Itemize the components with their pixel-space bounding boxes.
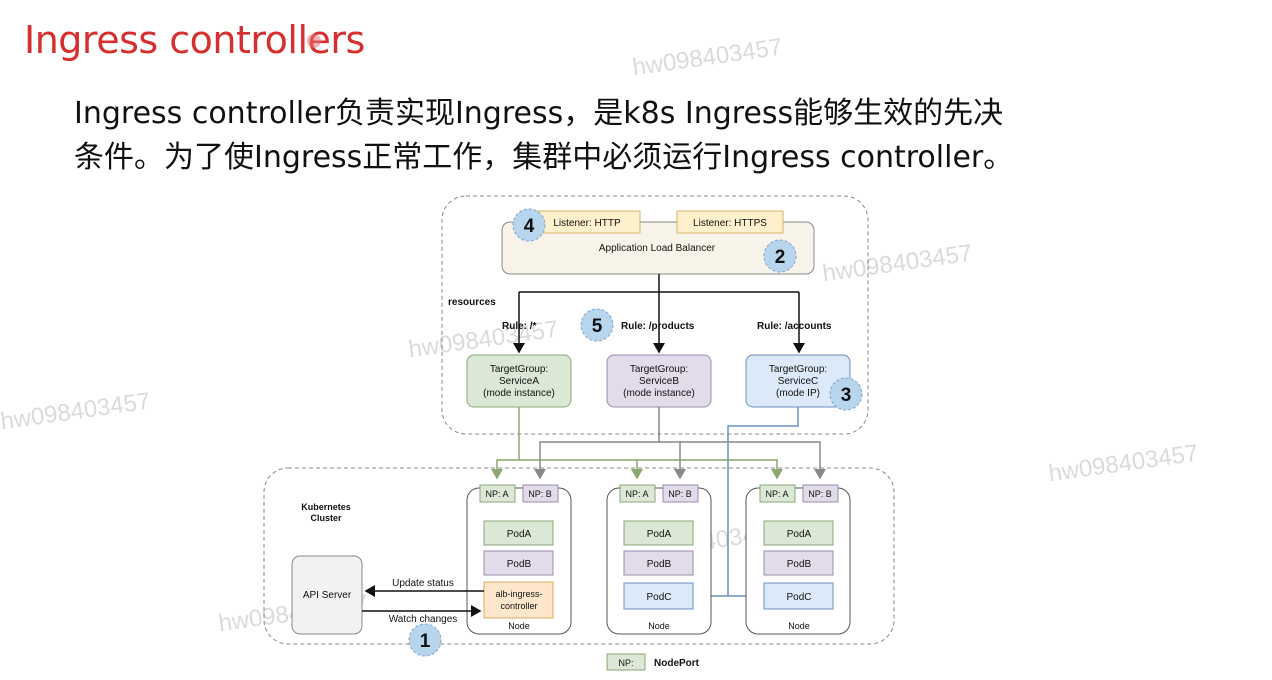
cluster-label-line1: Kubernetes: [301, 502, 351, 512]
pod-b: PodB: [787, 559, 812, 570]
tg-a-line1: TargetGroup:: [490, 364, 548, 375]
node-label: Node: [648, 621, 670, 631]
tg-a-line2: ServiceA: [499, 376, 539, 387]
svg-text:1: 1: [420, 631, 431, 652]
path-c-ip: [727, 407, 799, 596]
path-b-node3: [680, 441, 826, 480]
resources-label: resources: [448, 297, 496, 308]
np-a-label: NP: A: [485, 489, 508, 499]
controller-line2: controller: [500, 601, 537, 611]
watch-changes-label: Watch changes: [389, 614, 458, 625]
path-a-node2: [519, 459, 643, 480]
tg-c-line1: TargetGroup:: [769, 364, 827, 375]
pod-b: PodB: [647, 559, 672, 570]
tg-b-line1: TargetGroup:: [630, 364, 688, 375]
node-3: NP: A NP: B PodA PodB PodC Node: [745, 484, 851, 635]
path-a-node1: [491, 407, 520, 480]
legend-np-label: NP:: [618, 658, 633, 668]
node-1: NP: A NP: B PodA PodB alb-ingress- contr…: [466, 484, 572, 635]
tg-c-line3: (mode IP): [776, 388, 820, 399]
path-b-node1: [534, 407, 660, 480]
np-b-label: NP: B: [528, 489, 552, 499]
listener-https-label: Listener: HTTPS: [693, 218, 767, 229]
rule-label-b: Rule: /products: [621, 321, 695, 332]
cluster-label-line2: Cluster: [310, 513, 342, 523]
intro-paragraph: Ingress controller负责实现Ingress，是k8s Ingre…: [74, 92, 1013, 180]
rule-label-c: Rule: /accounts: [757, 321, 832, 332]
badge-4: 4: [512, 208, 546, 242]
tg-c-line2: ServiceC: [778, 376, 819, 387]
svg-text:4: 4: [524, 216, 535, 237]
badge-2: 2: [763, 239, 797, 273]
np-b-label: NP: B: [668, 489, 692, 499]
pointer-cursor-icon: [307, 34, 321, 48]
resources-region: [441, 195, 869, 435]
node-label: Node: [788, 621, 810, 631]
pod-a: PodA: [507, 529, 532, 540]
badge-1: 1: [408, 623, 442, 657]
node-2: NP: A NP: B PodA PodB PodC Node: [606, 484, 712, 635]
pod-a: PodA: [647, 529, 672, 540]
badge-5: 5: [580, 308, 614, 342]
badge-3: 3: [829, 377, 863, 411]
path-a-node3: [637, 459, 783, 480]
np-a-label: NP: A: [625, 489, 648, 499]
pod-b: PodB: [507, 559, 532, 570]
intro-line-2: 条件。为了使Ingress正常工作，集群中必须运行Ingress control…: [74, 140, 1014, 175]
api-server: [291, 555, 363, 635]
alb-label: Application Load Balancer: [599, 243, 716, 254]
svg-text:3: 3: [841, 385, 852, 406]
pod-c: PodC: [646, 592, 671, 603]
pod-a: PodA: [787, 529, 812, 540]
listener-http-label: Listener: HTTP: [553, 218, 621, 229]
api-server-label: API Server: [303, 590, 352, 601]
np-a-label: NP: A: [765, 489, 788, 499]
pod-c: PodC: [786, 592, 811, 603]
np-b-label: NP: B: [808, 489, 832, 499]
rule-label-a: Rule: /*: [502, 321, 537, 332]
legend-np-swatch: [606, 653, 646, 671]
kubernetes-cluster-region: [263, 467, 895, 645]
svg-text:2: 2: [775, 247, 786, 268]
tg-a-line3: (mode instance): [483, 388, 555, 399]
svg-text:5: 5: [592, 316, 603, 337]
node-label: Node: [508, 621, 530, 631]
update-status-label: Update status: [392, 578, 454, 589]
controller-line1: alb-ingress-: [495, 589, 542, 599]
tg-b-line2: ServiceB: [639, 376, 679, 387]
tg-b-line3: (mode instance): [623, 388, 695, 399]
intro-line-1: Ingress controller负责实现Ingress，是k8s Ingre…: [74, 96, 1004, 131]
legend-nodeport-label: NodePort: [654, 658, 700, 669]
